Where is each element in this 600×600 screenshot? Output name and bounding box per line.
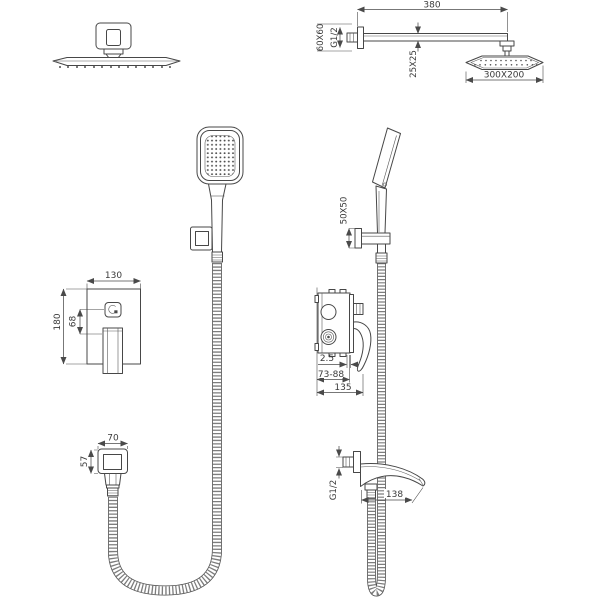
dim-mixer-width: 130 (105, 271, 122, 281)
spout-body (360, 463, 426, 487)
arm-elbow-nut (499, 40, 515, 47)
wall-outlet-elbow: 70 57 (80, 434, 128, 497)
mixer-side-view: 2.5 73-88 135 (314, 287, 372, 396)
connector-neck (103, 48, 124, 55)
shower-arm-group: 380 60X60 G1/2 25X25 300X200 (316, 1, 544, 83)
wall-bracket-inner (195, 231, 209, 246)
dim-install-depth: 73-88 (318, 370, 344, 380)
dim-outlet-height: 57 (80, 456, 90, 467)
dim-arm-length: 380 (423, 1, 440, 11)
hose-connector (211, 251, 223, 263)
hand-shower-holder-side-view: 50X50 (340, 127, 401, 264)
holder-hose-connector (375, 252, 388, 264)
spout-thread-nipple (342, 456, 354, 468)
dim-head-size: 300X200 (484, 71, 525, 81)
outlet-inner (103, 454, 122, 470)
dim-arm-section: 25X25 (409, 50, 419, 78)
spout-hose-connector (366, 489, 376, 499)
tub-spout-side-view: G1/2 138 (329, 446, 426, 504)
rain-head-nozzles (474, 59, 538, 66)
rain-head-perspective (465, 55, 544, 70)
arm-thread-nipple (346, 32, 358, 43)
head-plate (52, 57, 181, 66)
hand-shower-front-view (190, 126, 244, 263)
dim-flange-size: 60X60 (316, 24, 326, 52)
hand-shower-head-side (372, 127, 401, 189)
side-lever-handle (353, 321, 372, 372)
dim-knob-offset: 68 (69, 316, 79, 328)
dim-total-depth: 135 (334, 383, 351, 393)
dim-mixer-height: 180 (53, 313, 63, 330)
rain-shower-head-side-view (52, 22, 181, 68)
dim-plate-gap: 2.5 (320, 354, 334, 364)
dim-arm-thread: G1/2 (330, 27, 340, 48)
holder-flange (354, 228, 362, 249)
mixer-body (317, 292, 351, 354)
connector-inner (106, 29, 121, 46)
trim-plate (349, 294, 354, 353)
spout-hose-nut (364, 483, 378, 491)
diverter-knob (104, 302, 122, 318)
dim-holder-size: 50X50 (340, 197, 350, 225)
spray-face (204, 135, 236, 177)
head-stem (504, 50, 510, 57)
outlet-nut (104, 473, 122, 486)
dim-outlet-width: 70 (107, 434, 119, 444)
arm-tube (363, 33, 508, 42)
nozzle-dots (59, 66, 171, 68)
arm-elbow (502, 45, 512, 52)
spout-flange (353, 451, 361, 473)
hand-shower-hose (108, 263, 222, 596)
outlet-hose-connector (107, 487, 119, 497)
holder-hose (367, 263, 386, 597)
upper-port (320, 304, 337, 320)
dim-spout-length: 138 (386, 490, 403, 500)
mixer-front-view: 130 180 68 (53, 271, 141, 374)
arm-wall-flange (357, 26, 364, 49)
handle-lower (377, 243, 386, 254)
holder-arm (361, 232, 391, 245)
outlet-stub (353, 303, 364, 315)
dim-spout-thread: G1/2 (329, 480, 339, 501)
handle-side (375, 185, 387, 234)
mixer-lever (102, 327, 123, 374)
